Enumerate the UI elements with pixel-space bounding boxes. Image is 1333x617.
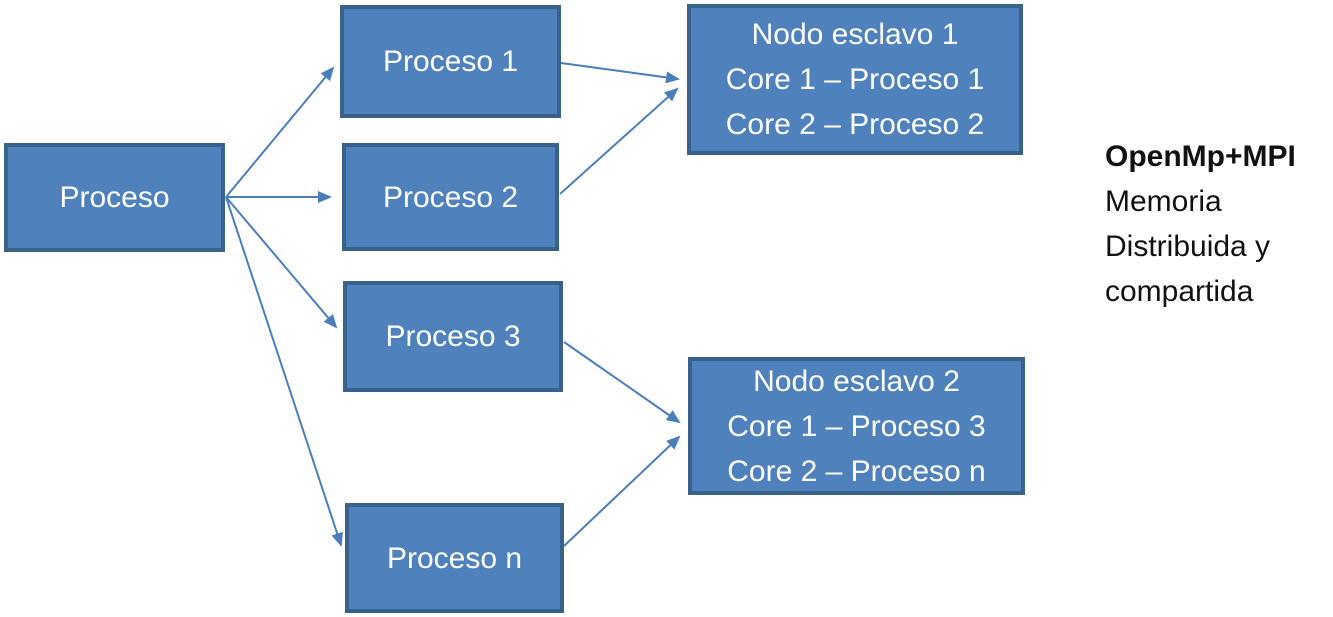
node-proceso-2: Proceso 2 [342, 143, 559, 251]
node-nodo-esclavo-2: Nodo esclavo 2 Core 1 – Proceso 3 Core 2… [688, 357, 1025, 495]
annotation-line: Memoria [1105, 185, 1222, 218]
side-annotation: OpenMp+MPI Memoria Distribuida y compart… [1105, 134, 1333, 314]
nodo2-title: Nodo esclavo 2 [753, 364, 960, 398]
edge-proceso-to-proceso1 [225, 66, 335, 198]
nodo1-core2: Core 2 – Proceso 2 [725, 108, 985, 141]
edge-proceso1-to-nodo1 [560, 62, 680, 84]
nodo1-core1: Core 1 – Proceso 1 [725, 63, 985, 96]
node-proceso-1: Proceso 1 [340, 5, 561, 118]
edge-proceso-n-to-nodo2 [563, 435, 681, 547]
node-proceso-3: Proceso 3 [343, 281, 563, 392]
annotation-line: compartida [1105, 275, 1254, 308]
node-proceso: Proceso [4, 143, 225, 252]
edge-proceso2-to-nodo1 [559, 87, 679, 195]
annotation-line: Distribuida y [1105, 230, 1271, 263]
node-nodo-esclavo-1: Nodo esclavo 1 Core 1 – Proceso 1 Core 2… [687, 4, 1023, 155]
edge-proceso-to-proceso-n [225, 196, 343, 547]
edge-proceso3-to-nodo2 [563, 341, 681, 424]
nodo2-core2: Core 2 – Proceso n [727, 454, 986, 488]
edge-proceso-to-proceso3 [225, 196, 338, 329]
node-proceso-n: Proceso n [345, 503, 564, 613]
nodo1-title: Nodo esclavo 1 [751, 18, 959, 51]
annotation-title: OpenMp+MPI [1105, 140, 1296, 173]
nodo2-core1: Core 1 – Proceso 3 [727, 409, 986, 443]
